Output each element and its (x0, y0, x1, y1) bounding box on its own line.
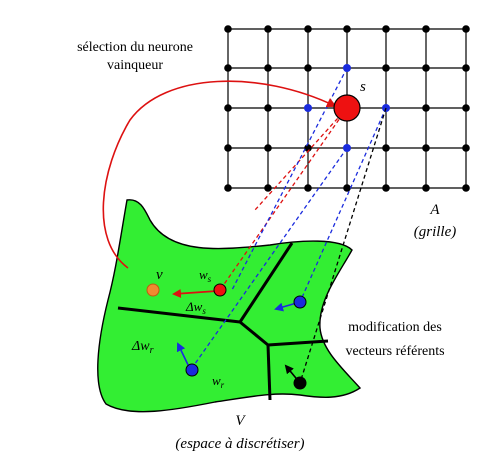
grid-node (304, 25, 312, 33)
neighbor-weight-label: wr (212, 373, 225, 390)
winner-neuron (333, 94, 361, 122)
winner-label: s (360, 79, 366, 95)
grid-node (462, 104, 470, 112)
grid-node (382, 184, 390, 192)
input-space-region (97, 199, 362, 413)
grid-node (304, 144, 312, 152)
grid-node (224, 64, 232, 72)
grid-node (224, 144, 232, 152)
neighbor-update-arrow-2 (176, 342, 191, 370)
neighbor-delta-label: Δwr (131, 339, 154, 356)
selection-arrow (102, 80, 337, 269)
voronoi-borders (117, 242, 329, 401)
grid-caption-line2: (grille) (414, 224, 457, 240)
winner-update-arrow (172, 289, 218, 299)
grid-node (462, 184, 470, 192)
grid-node (343, 184, 351, 192)
correspondence-lines (191, 67, 387, 384)
grid-node (264, 104, 272, 112)
modification-caption-line2: vecteurs référents (345, 344, 444, 359)
grid-node (264, 64, 272, 72)
grid-node (343, 25, 351, 33)
selection-caption-line2: vainqueur (107, 58, 163, 73)
grid-neighbor-node (304, 104, 312, 112)
grid-node (422, 64, 430, 72)
input-label: v (156, 267, 163, 283)
winner-weight-point (213, 283, 227, 297)
grid-node (382, 25, 390, 33)
modification-caption-line1: modification des (348, 320, 442, 335)
grid-node (224, 104, 232, 112)
selection-caption-line1: sélection du neurone (77, 40, 193, 55)
winner-delta-label: Δws (185, 299, 206, 316)
grid-node (382, 64, 390, 72)
grid-node (422, 144, 430, 152)
grid-node (422, 184, 430, 192)
winner-weight-label: ws (199, 267, 212, 284)
neighbor-weight-point-1 (293, 295, 307, 309)
grid-node (264, 184, 272, 192)
grid-node (224, 184, 232, 192)
grid-node (462, 64, 470, 72)
grid-node (422, 25, 430, 33)
grid-node (462, 144, 470, 152)
grid-node (224, 25, 232, 33)
grid-caption-line1: A (429, 202, 440, 218)
far-weight-point (293, 376, 307, 390)
grid-node (304, 64, 312, 72)
space-caption-line2: (espace à discrétiser) (175, 436, 304, 452)
grid-node (422, 104, 430, 112)
neighbor-weight-point-2 (185, 363, 199, 377)
grid-node (304, 184, 312, 192)
input-point-v (146, 283, 160, 297)
grid-node (264, 25, 272, 33)
space-caption-line1: V (235, 413, 246, 429)
grid-node (382, 144, 390, 152)
grid-node (264, 144, 272, 152)
grid-node (462, 25, 470, 33)
